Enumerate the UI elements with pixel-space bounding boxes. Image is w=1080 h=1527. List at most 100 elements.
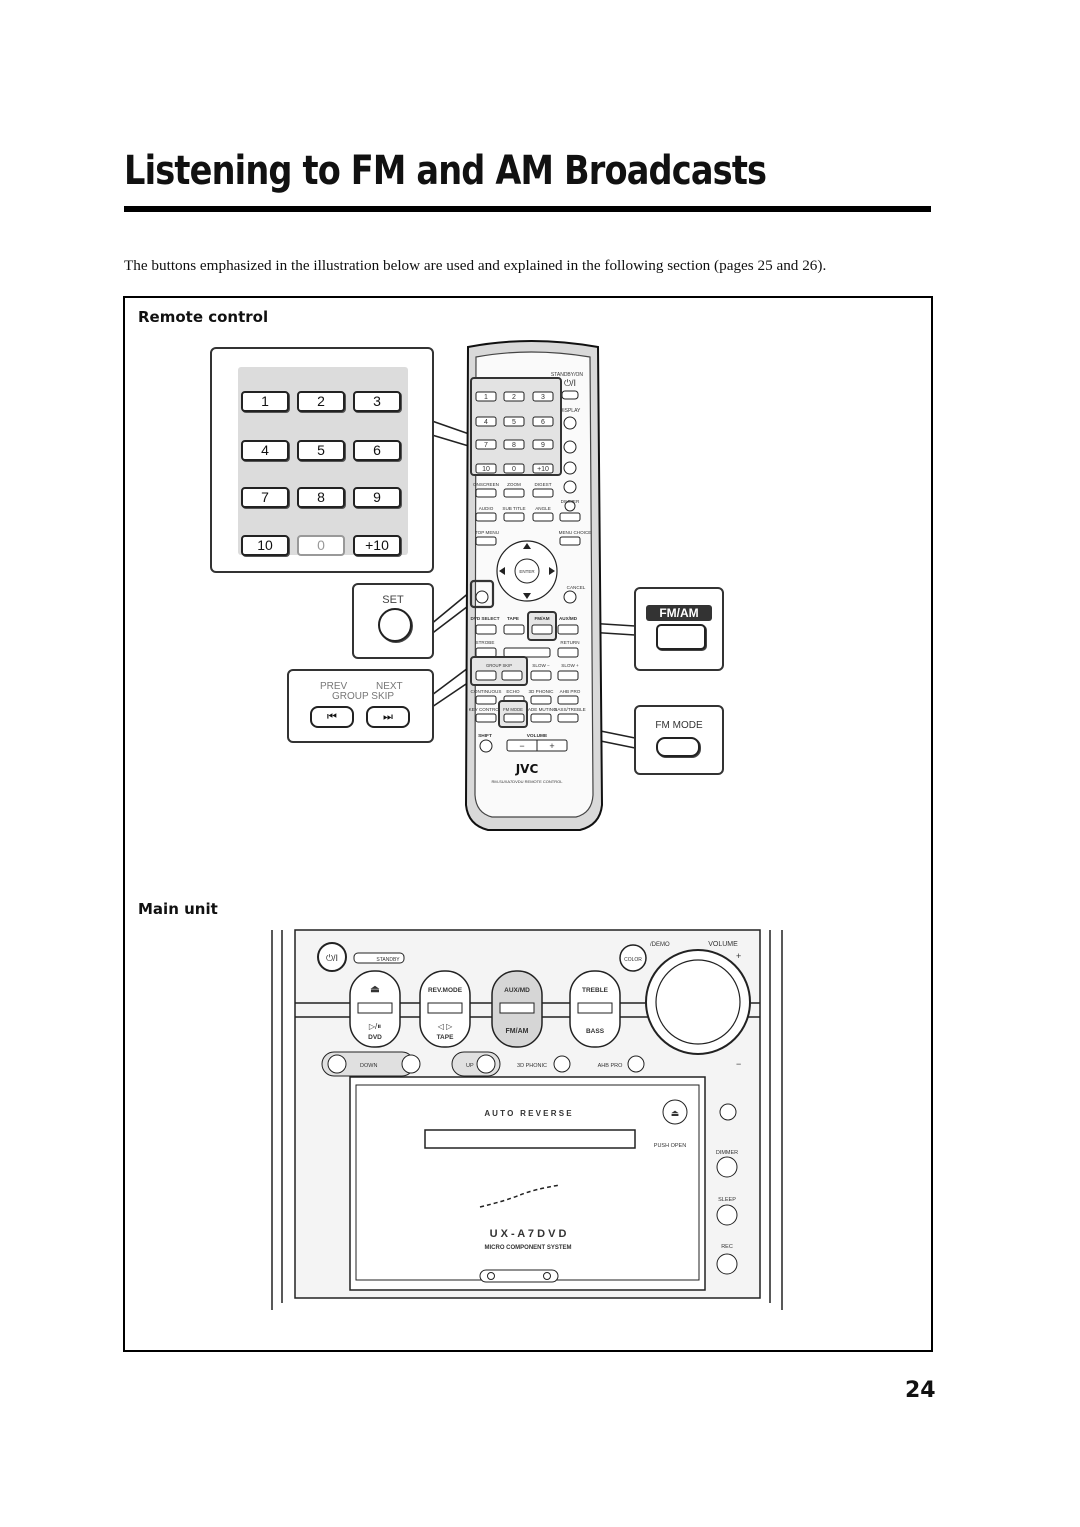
key-10[interactable]: 10: [241, 535, 289, 556]
svg-text:RETURN: RETURN: [560, 640, 579, 645]
svg-text:DVD: DVD: [368, 1034, 382, 1041]
svg-text:1: 1: [484, 394, 488, 401]
svg-text:REV.MODE: REV.MODE: [428, 987, 463, 994]
page-number: 24: [905, 1378, 936, 1403]
svg-text:6: 6: [541, 419, 545, 426]
svg-text:SLOW +: SLOW +: [561, 663, 579, 668]
prev-label: PREV: [320, 681, 348, 692]
main-standby-button: [317, 942, 347, 972]
key-plus10[interactable]: +10: [353, 535, 401, 556]
svg-text:9: 9: [541, 442, 545, 449]
svg-text:AUDIO: AUDIO: [479, 506, 494, 511]
key-5[interactable]: 5: [297, 440, 345, 461]
svg-text:⏻/I: ⏻/I: [564, 378, 576, 388]
next-button[interactable]: ⏭: [366, 706, 410, 728]
set-button[interactable]: [378, 608, 412, 642]
key-2[interactable]: 2: [297, 391, 345, 412]
svg-text:7: 7: [484, 442, 488, 449]
svg-text:/DEMO: /DEMO: [650, 942, 670, 948]
main-down-button: [327, 1054, 347, 1074]
svg-text:DIGEST: DIGEST: [534, 482, 551, 487]
svg-text:ZOOM: ZOOM: [507, 482, 521, 487]
key-0[interactable]: 0: [297, 535, 345, 556]
fm-mode-label: FM MODE: [655, 720, 703, 731]
svg-text:5: 5: [512, 419, 516, 426]
svg-text:ONSCREEN: ONSCREEN: [473, 482, 499, 487]
svg-text:FM/AM: FM/AM: [506, 1028, 529, 1035]
svg-text:+10: +10: [537, 466, 549, 473]
main-unit-label: Main unit: [138, 900, 218, 918]
key-3[interactable]: 3: [353, 391, 401, 412]
group-skip-zoom-panel: [287, 669, 434, 743]
remote-standby-label: STANDBY/ON: [551, 372, 584, 378]
svg-text:KEY CONTROL: KEY CONTROL: [469, 707, 502, 712]
main-unit-illustration: ⏻/I STANDBY COLOR /DEMO VOLUME + − ⏏ REV…: [271, 929, 783, 1310]
svg-text:AHB PRO: AHB PRO: [560, 689, 581, 694]
svg-text:4: 4: [484, 419, 488, 426]
key-8[interactable]: 8: [297, 487, 345, 508]
svg-text:BASS: BASS: [586, 1028, 605, 1035]
svg-text:◁ ▷: ◁ ▷: [438, 1022, 453, 1031]
svg-text:CONTINUOUS: CONTINUOUS: [471, 689, 502, 694]
svg-text:DOWN: DOWN: [360, 1063, 377, 1069]
svg-text:VOLUME: VOLUME: [527, 733, 548, 739]
main-color-button: [619, 944, 647, 972]
fm-mode-button[interactable]: [656, 737, 700, 757]
main-stop-button: [401, 1054, 421, 1074]
group-skip-label: GROUP SKIP: [332, 691, 395, 702]
model-subtitle: MICRO COMPONENT SYSTEM: [484, 1245, 571, 1251]
auto-reverse-label: A U T O R E V E R S E: [484, 1109, 572, 1118]
remote-set-highlight: [469, 579, 495, 609]
svg-text:0: 0: [512, 466, 516, 473]
key-1[interactable]: 1: [241, 391, 289, 412]
svg-text:2: 2: [512, 394, 516, 401]
key-7[interactable]: 7: [241, 487, 289, 508]
key-4[interactable]: 4: [241, 440, 289, 461]
illustration-frame: [123, 296, 933, 1352]
svg-text:RM-SUXA7DVDU REMOTE CONTROL: RM-SUXA7DVDU REMOTE CONTROL: [492, 779, 564, 784]
svg-text:−: −: [519, 741, 524, 751]
key-6[interactable]: 6: [353, 440, 401, 461]
svg-text:⏻/I: ⏻/I: [326, 953, 338, 963]
svg-text:MENU CHOICE: MENU CHOICE: [559, 530, 592, 535]
svg-text:3D PHONIC: 3D PHONIC: [517, 1063, 547, 1069]
svg-text:UP: UP: [466, 1063, 474, 1069]
svg-text:REC: REC: [721, 1244, 733, 1250]
svg-text:TAPE: TAPE: [507, 616, 519, 621]
prev-button[interactable]: ⏮: [310, 706, 354, 728]
intro-text: The buttons emphasized in the illustrati…: [124, 257, 827, 274]
fm-am-label: FM/AM: [646, 605, 712, 621]
skip-back-icon: ⏮: [327, 711, 337, 723]
svg-text:ANGLE: ANGLE: [535, 506, 551, 511]
svg-text:8: 8: [512, 442, 516, 449]
svg-text:SUB TITLE: SUB TITLE: [502, 506, 525, 511]
svg-text:VOLUME: VOLUME: [708, 941, 738, 948]
key-9[interactable]: 9: [353, 487, 401, 508]
svg-text:STROBE: STROBE: [476, 640, 495, 645]
model-name: U X - A 7 D V D: [490, 1228, 567, 1240]
remote-display-button: [563, 416, 577, 430]
svg-text:ECHO: ECHO: [506, 689, 520, 694]
fm-am-button[interactable]: [656, 624, 706, 650]
remote-brand-logo: JVC: [515, 762, 539, 776]
svg-text:FM MODE: FM MODE: [503, 707, 523, 712]
svg-text:AUX/MD: AUX/MD: [504, 987, 530, 994]
svg-text:+: +: [736, 951, 741, 961]
svg-text:ENTER: ENTER: [519, 569, 535, 574]
svg-text:AUX/MD: AUX/MD: [559, 616, 578, 621]
page-title: Listening to FM and AM Broadcasts: [124, 148, 767, 194]
next-label: NEXT: [376, 681, 403, 692]
remote-display-label: DISPLAY: [560, 408, 581, 414]
skip-forward-icon: ⏭: [383, 711, 393, 723]
svg-text:PUSH OPEN: PUSH OPEN: [654, 1143, 686, 1149]
set-label: SET: [382, 594, 404, 606]
svg-text:DVD SELECT: DVD SELECT: [470, 616, 499, 621]
svg-text:SHIFT: SHIFT: [478, 733, 492, 739]
svg-text:3D PHONIC: 3D PHONIC: [528, 689, 554, 694]
svg-text:10: 10: [482, 466, 490, 473]
svg-text:CANCEL: CANCEL: [567, 585, 586, 590]
svg-text:DIMMER: DIMMER: [561, 499, 580, 504]
svg-text:⏏: ⏏: [671, 1108, 680, 1118]
